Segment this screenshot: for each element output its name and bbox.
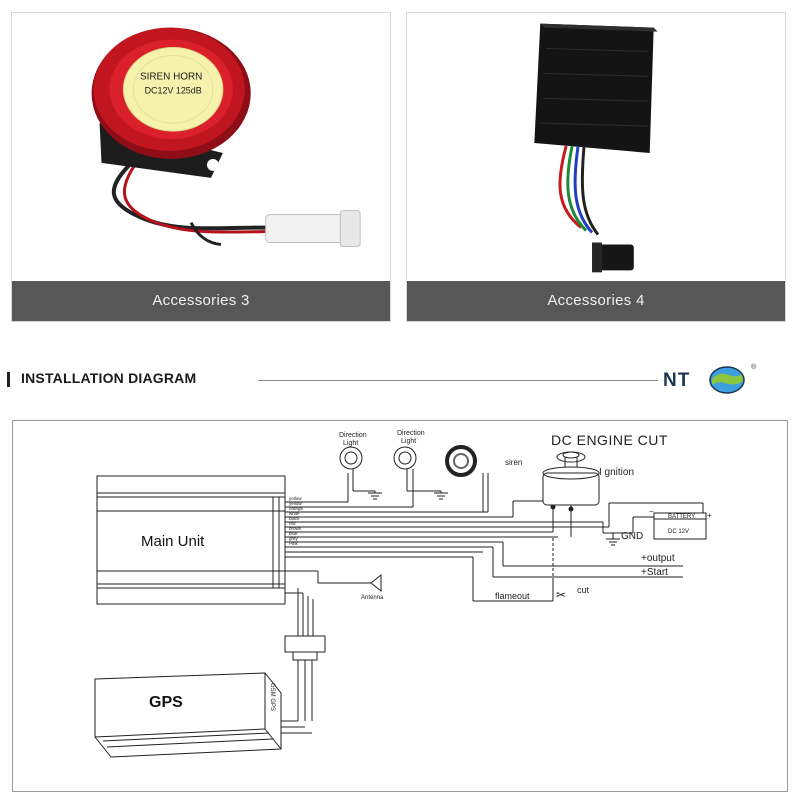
cut-label: cut bbox=[577, 585, 590, 595]
direction-light-1-line1: Direction bbox=[339, 432, 367, 439]
card-caption-accessories-4: Accessories 4 bbox=[407, 281, 785, 321]
logo-text: NT bbox=[663, 370, 691, 391]
wire-label: brown bbox=[289, 526, 302, 531]
direction-light-2-line1: Direction bbox=[397, 430, 425, 437]
section-marker-bar bbox=[7, 372, 10, 387]
siren-label-line2: DC12V 125dB bbox=[145, 85, 202, 95]
section-title: INSTALLATION DIAGRAM bbox=[21, 370, 197, 386]
installation-diagram: ✂ DC ENGINE CUT Main Unit GPS GSM GPS Di… bbox=[12, 420, 788, 792]
siren-horn-image: SIREN HORN DC12V 125dB bbox=[91, 27, 361, 247]
accessory-card-module: Accessories 4 bbox=[406, 12, 786, 322]
start-label: +Start bbox=[641, 567, 668, 578]
direction-light-1-line2: Light bbox=[343, 440, 358, 447]
siren-label-line1: SIREN HORN bbox=[140, 71, 202, 82]
wire-label: grey bbox=[289, 536, 299, 541]
ignition-label: I gnition bbox=[599, 467, 634, 478]
siren-label: siren bbox=[505, 458, 522, 467]
wire-label: yellow bbox=[289, 496, 302, 501]
registered-mark: ® bbox=[751, 364, 757, 371]
wire-label: blue bbox=[289, 531, 298, 536]
diagram-title: DC ENGINE CUT bbox=[551, 432, 668, 448]
direction-light-2-line2: Light bbox=[401, 438, 416, 445]
nto-logo: NT ® bbox=[663, 364, 757, 394]
card-caption-accessories-3: Accessories 3 bbox=[12, 281, 390, 321]
battery-minus: − bbox=[649, 507, 654, 516]
output-label: +output bbox=[641, 553, 675, 564]
wiring-diagram: ✂ DC ENGINE CUT Main Unit GPS GSM GPS Di… bbox=[94, 430, 712, 758]
scissors-icon: ✂ bbox=[556, 588, 566, 602]
gps-label: GPS bbox=[149, 694, 183, 711]
wire-label: white bbox=[289, 511, 300, 516]
globe-logo-icon bbox=[709, 366, 745, 394]
section-divider bbox=[258, 380, 658, 381]
installation-diagram-header: INSTALLATION DIAGRAM NT ® bbox=[0, 362, 800, 398]
antenna-label: Antenna bbox=[361, 595, 384, 601]
wire-label: orange bbox=[289, 506, 304, 511]
wire-label: black bbox=[289, 516, 300, 521]
main-unit-label: Main Unit bbox=[141, 533, 205, 550]
wire-label: Pink bbox=[289, 541, 299, 546]
battery-plus: + bbox=[707, 511, 712, 520]
gps-side-label: GSM GPS bbox=[269, 683, 275, 711]
wire-label: yellow bbox=[289, 501, 302, 506]
control-module-image bbox=[534, 23, 658, 273]
wire-label: red bbox=[289, 521, 296, 526]
battery-label: BATTERY bbox=[668, 514, 695, 520]
accessory-card-siren: SIREN HORN DC12V 125dB Accessories 3 bbox=[11, 12, 391, 322]
battery-voltage-label: DC 12V bbox=[668, 529, 689, 535]
flameout-label: flameout bbox=[495, 591, 530, 601]
gnd-label: GND bbox=[621, 531, 643, 542]
